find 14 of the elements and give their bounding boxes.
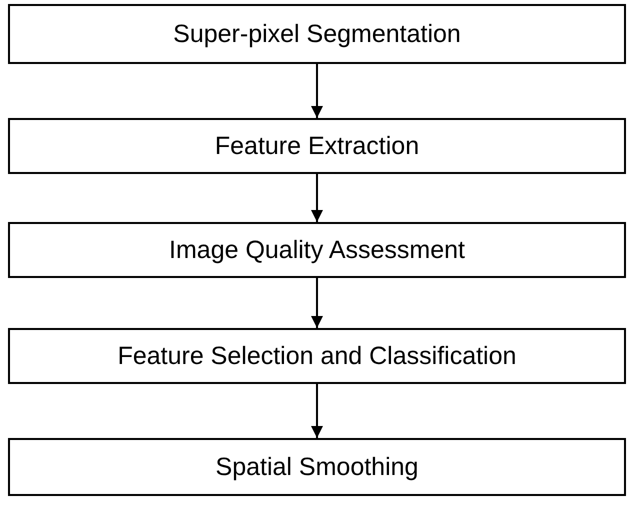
process-box — [8, 222, 626, 278]
process-box — [8, 4, 626, 64]
arrow — [311, 174, 323, 222]
step-label: Image Quality Assessment — [169, 236, 465, 264]
step-label: Feature Extraction — [214, 132, 420, 160]
arrow — [311, 64, 323, 118]
step-label: Feature Selection and Classification — [118, 342, 516, 370]
step-label: Super-pixel Segmentation — [173, 20, 461, 48]
process-box — [8, 328, 626, 384]
arrow — [311, 384, 323, 438]
process-box — [8, 438, 626, 496]
arrow — [311, 278, 323, 328]
process-box — [8, 118, 626, 174]
step-label: Spatial Smoothing — [216, 452, 418, 482]
